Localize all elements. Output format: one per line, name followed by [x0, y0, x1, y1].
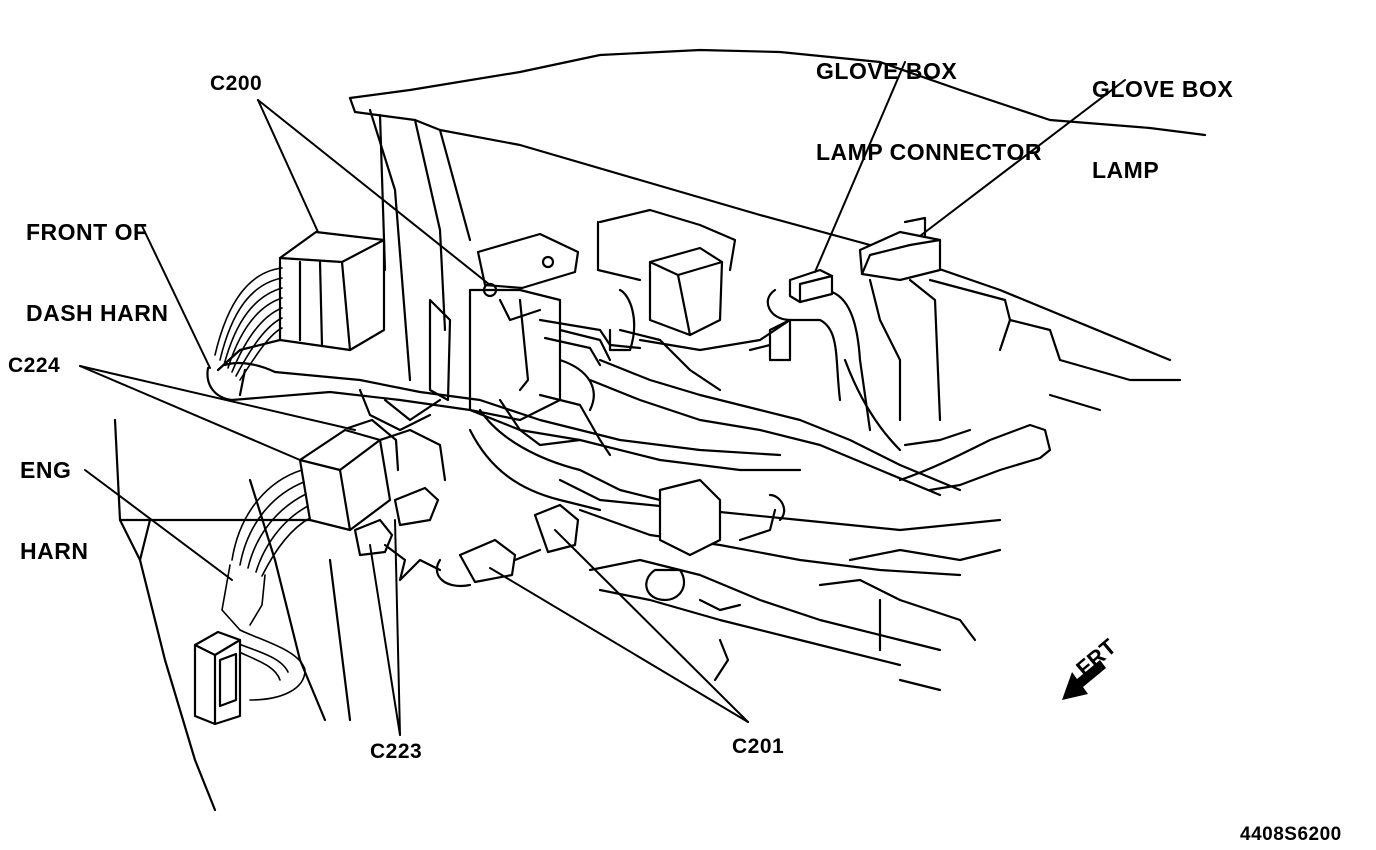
label-glove-box-lamp-line2: LAMP: [1092, 157, 1160, 183]
label-eng-harn-line2: HARN: [20, 538, 89, 564]
leader-c201-a: [489, 567, 749, 723]
label-glove-box-lamp-connector-line2: LAMP CONNECTOR: [816, 139, 1042, 165]
label-c224: C224: [8, 354, 61, 377]
leader-c224-a: [79, 365, 301, 461]
front-direction-arrow-icon: [1062, 660, 1106, 700]
main-harness-trunk: [558, 358, 1052, 577]
leader-c200-a: [257, 99, 319, 233]
label-front-of-dash-harn-line2: DASH HARN: [26, 300, 169, 326]
center-relay-module: [596, 208, 792, 392]
center-harness: [358, 318, 662, 512]
label-glove-box-lamp: GLOVE BOX LAMP: [1092, 22, 1233, 211]
leader-eng-harn: [84, 469, 233, 581]
leader-glove-box-lamp-connector: [814, 61, 906, 273]
dashboard-outline: [348, 48, 1207, 412]
leader-lines: [79, 61, 1126, 736]
label-glove-box-lamp-connector-line1: GLOVE BOX: [816, 58, 958, 84]
c201-connector-body: [435, 503, 580, 588]
leader-c200-b: [257, 99, 491, 286]
label-front-of-dash-harn-line1: FRONT OF: [26, 219, 148, 245]
c224-connector-body: [298, 418, 447, 532]
leader-front-of-dash-harn: [141, 225, 211, 369]
label-c223: C223: [370, 740, 423, 763]
c200-connector-block: [216, 230, 386, 372]
eng-harn-wire-bundle: [221, 469, 311, 701]
left-pillar: [113, 418, 352, 812]
label-c201: C201: [732, 735, 785, 758]
c223-connector-body: [353, 486, 442, 582]
glove-box-lamp-connector-body: [748, 268, 872, 432]
label-front-of-dash-harn: FRONT OF DASH HARN: [26, 165, 169, 354]
leader-c201-b: [554, 529, 749, 723]
leader-glove-box-lamp: [919, 79, 1126, 237]
label-glove-box-lamp-line1: GLOVE BOX: [1092, 76, 1234, 102]
leader-c223-b: [394, 519, 401, 736]
eng-harn-end-connector: [193, 630, 242, 726]
label-eng-harn: ENG HARN: [20, 403, 88, 592]
label-glove-box-lamp-connector: GLOVE BOX LAMP CONNECTOR: [816, 4, 1042, 193]
glove-box-lamp-body: [843, 216, 942, 452]
floor-console: [588, 478, 1002, 692]
figure-code: 4408S6200: [1240, 824, 1342, 845]
label-c200: C200: [210, 72, 263, 95]
leader-c223-a: [369, 544, 401, 736]
leader-c224-b: [79, 365, 356, 431]
label-eng-harn-line1: ENG: [20, 457, 72, 483]
